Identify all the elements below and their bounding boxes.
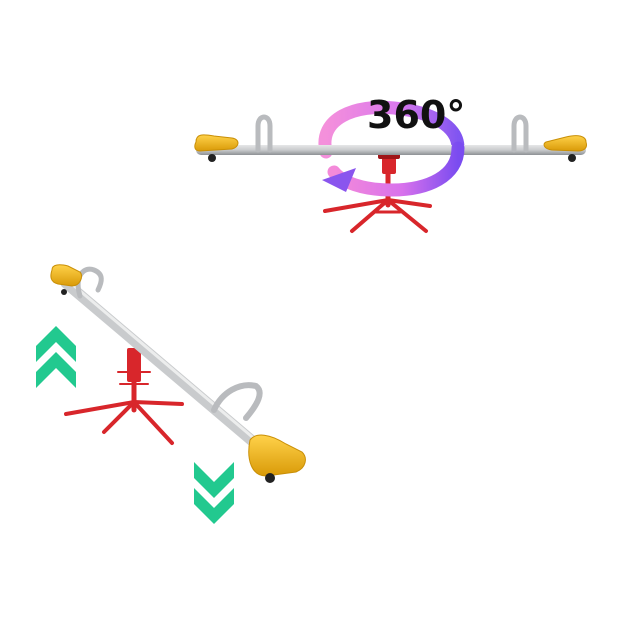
tilted-seesaw (50, 264, 306, 483)
top-right-seat (543, 135, 587, 152)
double-chevron-up-icon (36, 326, 76, 388)
circular-rotation-arrow-icon (322, 168, 356, 192)
bottom-lower-bumper (265, 473, 275, 483)
rotation-label: 360° (367, 93, 465, 137)
top-beam (196, 145, 586, 155)
bottom-upper-bumper (61, 289, 67, 295)
horizontal-seesaw: 360° (194, 93, 587, 233)
top-left-seat (194, 134, 239, 152)
top-stand (323, 165, 432, 233)
bottom-beam (60, 277, 276, 462)
bottom-lower-seat (248, 434, 306, 477)
top-left-handle (255, 114, 273, 153)
top-right-handle (511, 114, 529, 153)
bottom-lower-handle (211, 382, 263, 421)
top-right-bumper (568, 154, 576, 162)
double-chevron-down-icon (194, 462, 234, 524)
bottom-upper-seat (50, 264, 83, 287)
bottom-pivot-block (127, 348, 141, 382)
top-left-bumper (208, 154, 216, 162)
rotation-arrow-back (318, 100, 465, 159)
